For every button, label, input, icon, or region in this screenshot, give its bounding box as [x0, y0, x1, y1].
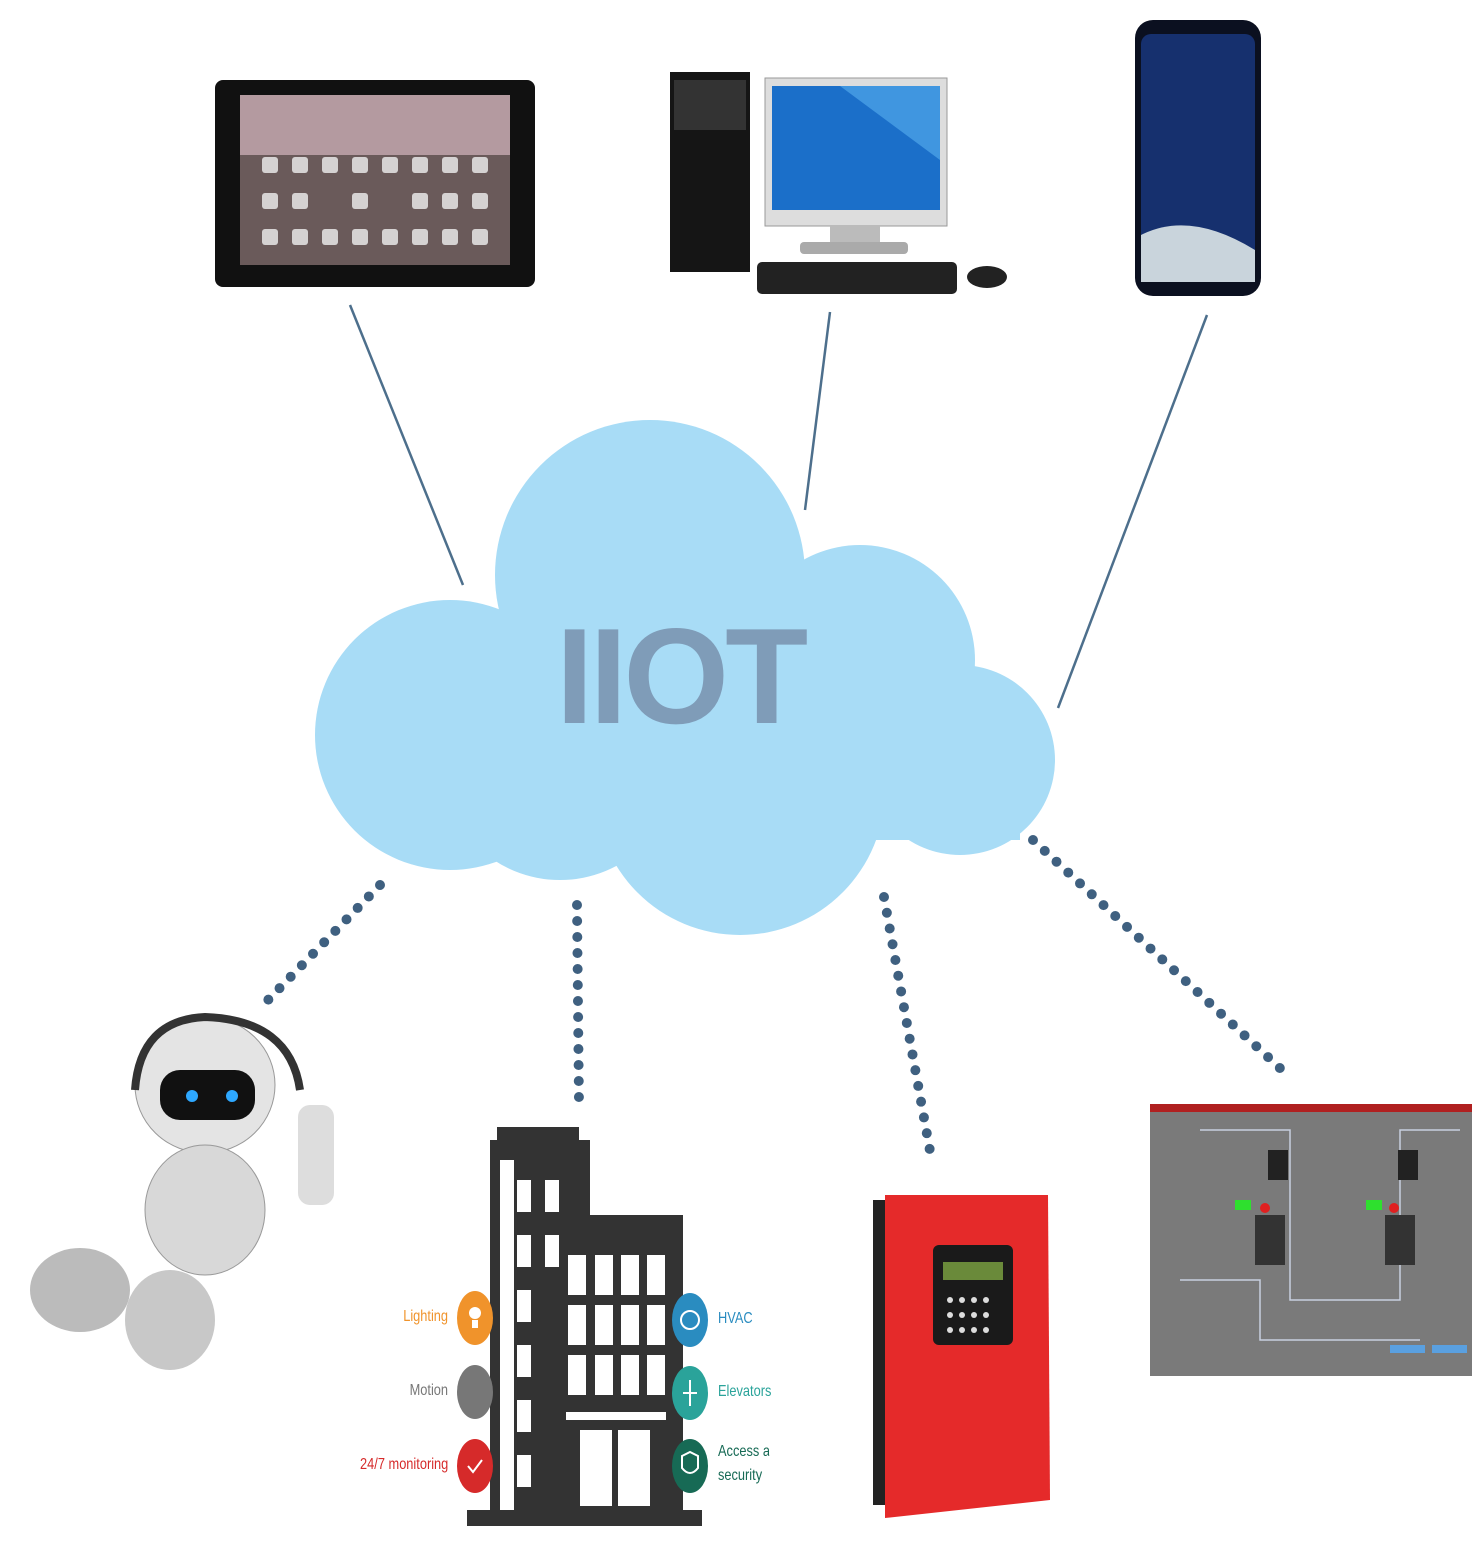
cloud-shape — [315, 420, 1055, 935]
link-scada — [1028, 835, 1287, 1075]
desktop-computer-device — [670, 72, 1007, 294]
feature-label-security: security — [718, 1467, 763, 1484]
feature-label-hvac: HVAC — [718, 1310, 753, 1327]
link-fire-panel — [879, 892, 937, 1167]
feature-label-lighting: Lighting — [403, 1308, 448, 1325]
fan-icon — [672, 1293, 708, 1347]
feature-label-motion: Motion — [409, 1382, 448, 1399]
fire-alarm-panel — [873, 1195, 1050, 1518]
link-tablet — [348, 304, 465, 586]
feature-label-elevators: Elevators — [718, 1383, 772, 1400]
feature-icons — [457, 1291, 708, 1493]
feature-label-access: Access and — [718, 1443, 769, 1460]
smart-building — [467, 1127, 702, 1526]
link-building — [572, 900, 584, 1110]
link-desktop — [803, 311, 832, 511]
link-robot — [263, 880, 385, 1005]
smartphone-device — [1135, 20, 1261, 296]
check-cycle-icon — [457, 1439, 493, 1493]
cloud-title: IIOT — [555, 600, 808, 752]
exit-running-icon — [457, 1365, 493, 1419]
scada-screen — [1150, 1104, 1472, 1376]
feature-label-monitoring: 24/7 monitoring — [359, 1456, 448, 1473]
link-phone — [1056, 314, 1209, 709]
shield-lock-icon — [672, 1439, 708, 1493]
robot-figure — [30, 1012, 334, 1370]
tablet-device — [215, 80, 535, 287]
